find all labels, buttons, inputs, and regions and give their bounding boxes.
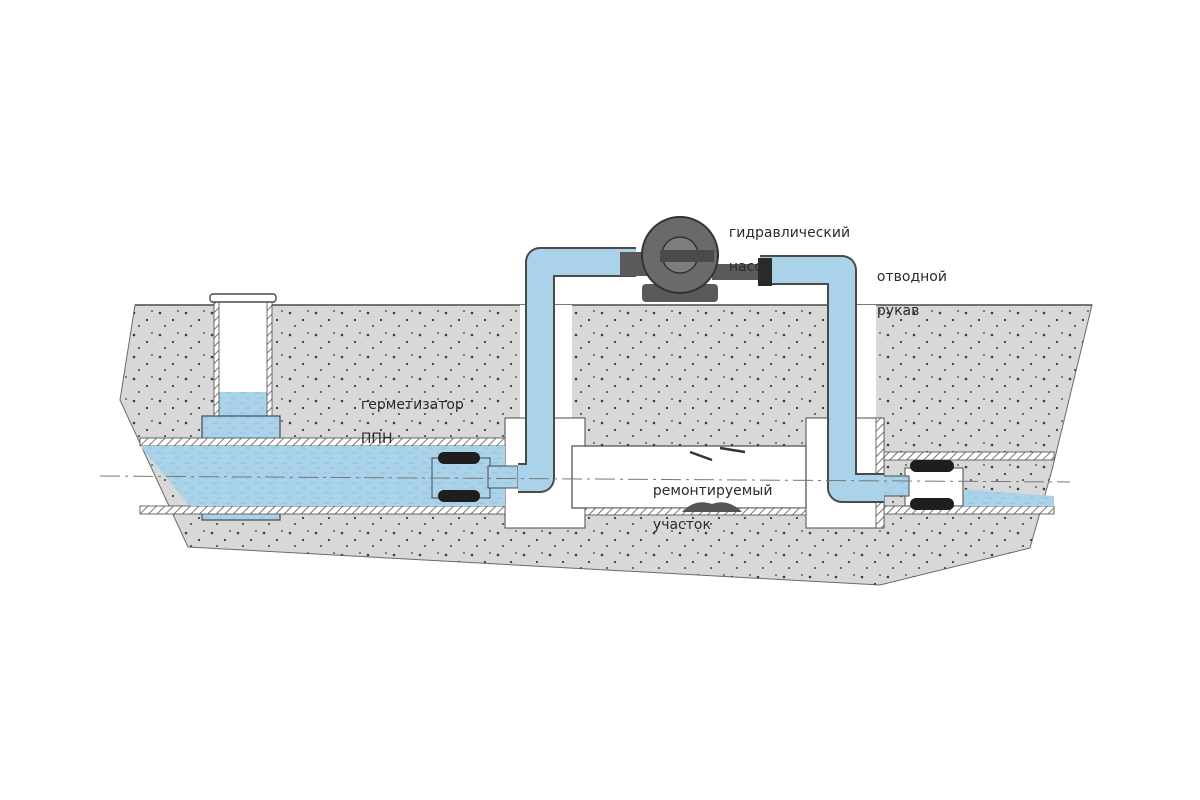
label-section-line2: участок xyxy=(652,517,711,533)
label-sealer-line1: герметизатор xyxy=(360,397,464,413)
debris-icon xyxy=(682,502,742,512)
label-sealer: герметизатор ППН xyxy=(352,380,464,448)
label-sealer-line2: ППН xyxy=(360,431,393,447)
label-section: ремонтируемый участок xyxy=(644,466,773,534)
label-pump-line2: насос xyxy=(728,259,771,275)
discharge-hose xyxy=(760,255,884,503)
upstream-pipe xyxy=(139,437,506,515)
label-pump: гидравлический насос xyxy=(720,208,850,276)
pipe-axis xyxy=(99,475,1071,483)
label-hose-line1: отводной xyxy=(876,269,947,285)
hydraulic-pump xyxy=(620,216,772,302)
suction-hose xyxy=(518,247,636,493)
label-hose-line2: рукав xyxy=(876,303,920,319)
repaired-section xyxy=(571,445,807,516)
label-pump-line1: гидравлический xyxy=(728,225,851,241)
label-hose: отводной рукав xyxy=(868,252,947,320)
label-section-line1: ремонтируемый xyxy=(652,483,773,499)
